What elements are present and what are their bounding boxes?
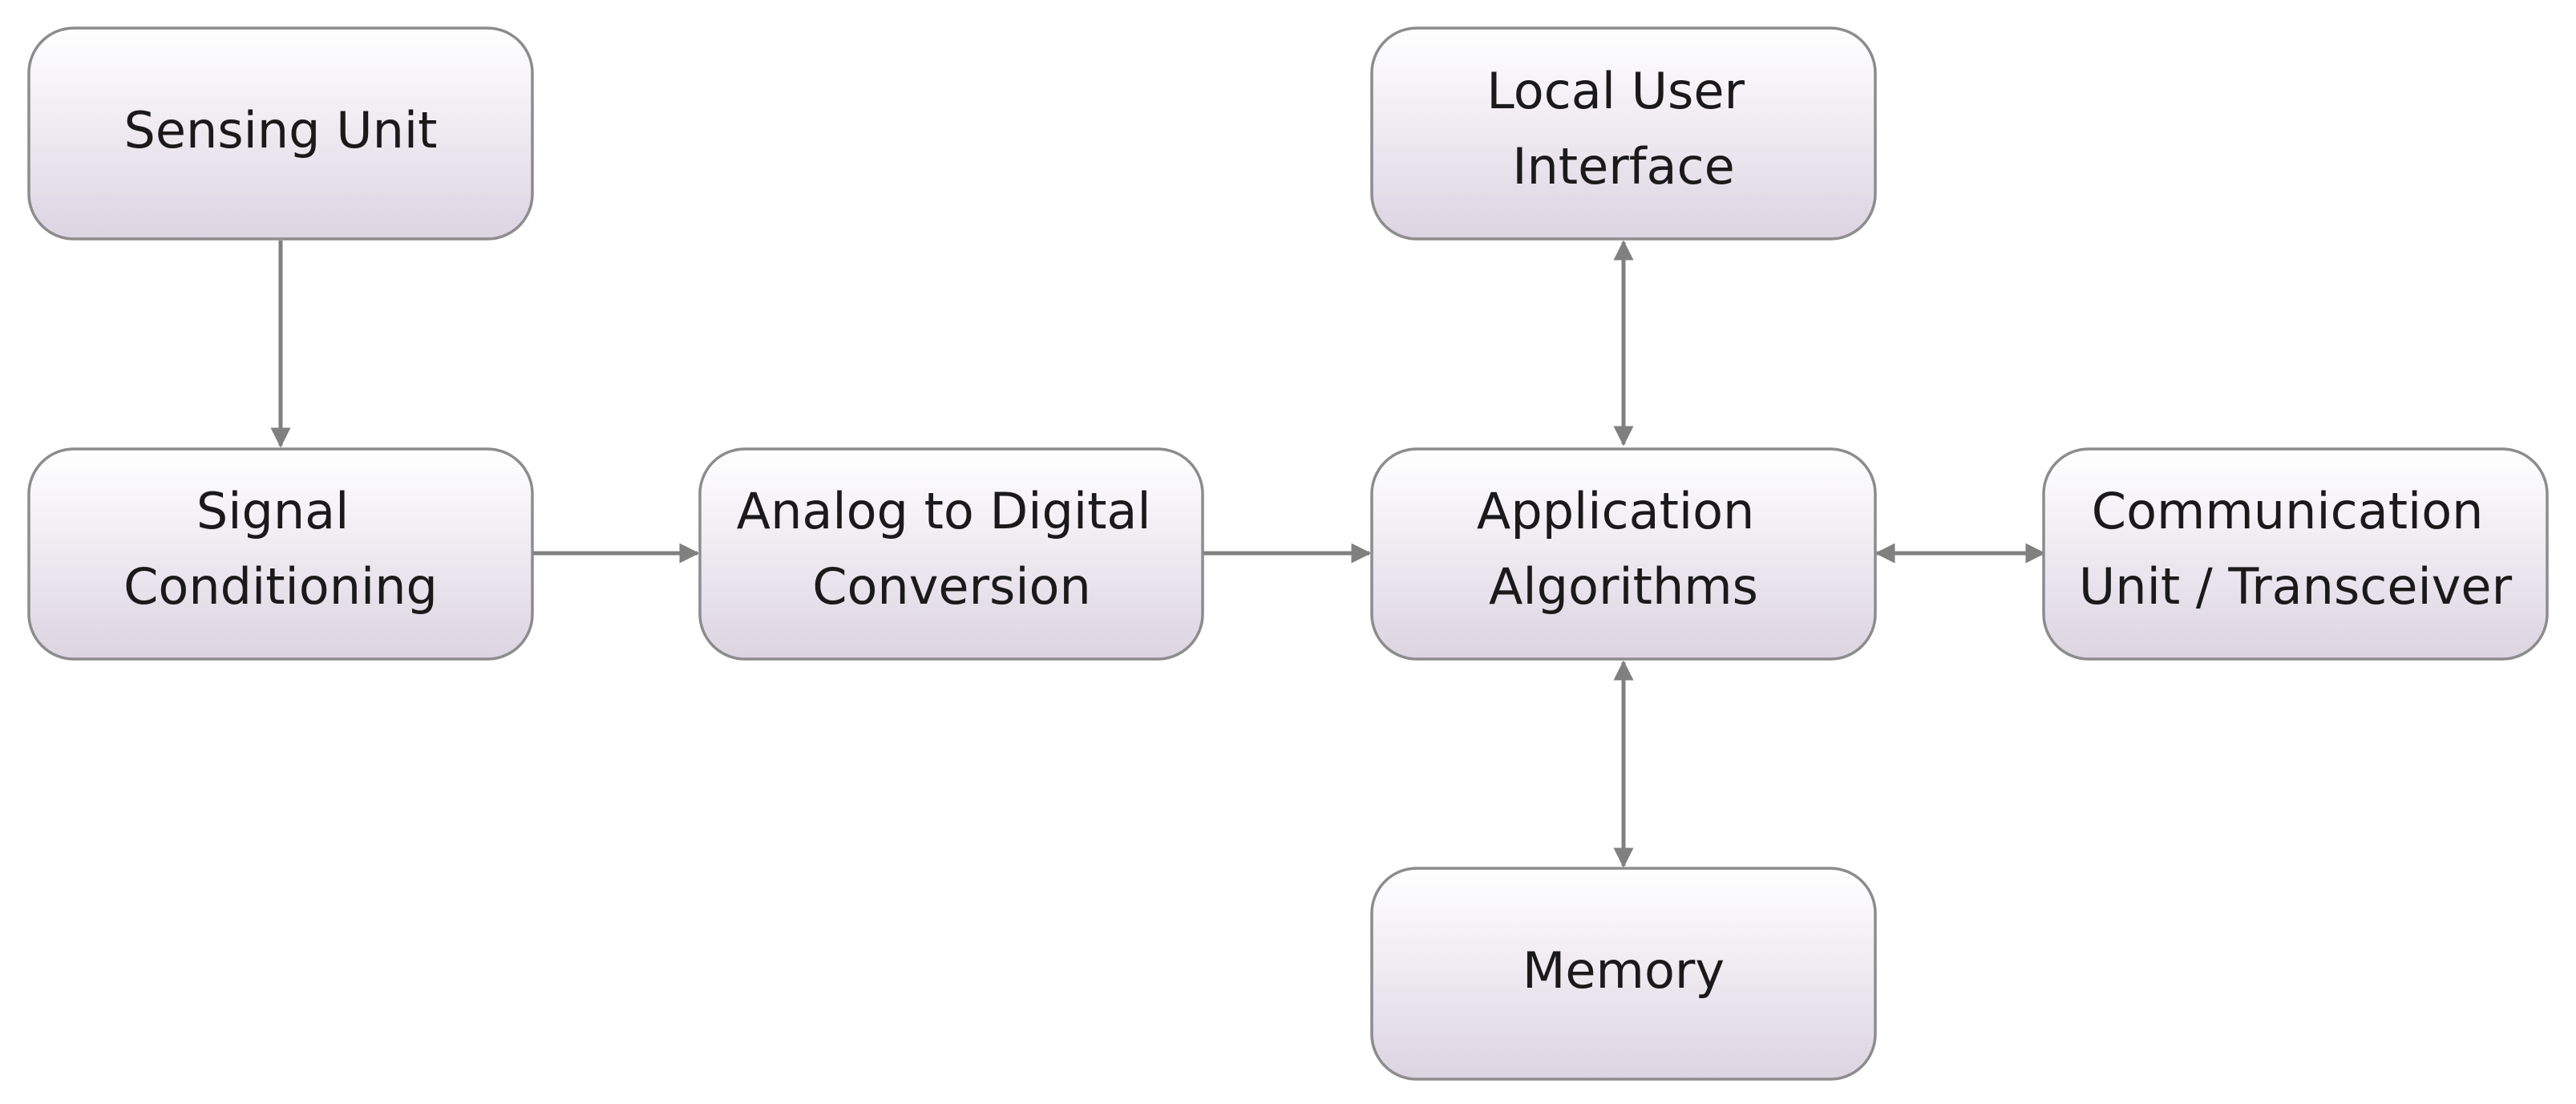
node-signal-conditioning: Signal Conditioning xyxy=(27,447,534,661)
node-sensing-unit-label: Sensing Unit xyxy=(124,101,438,160)
node-memory-label: Memory xyxy=(1523,941,1725,1000)
node-analog-to-digital-conversion-label: Analog to Digital Conversion xyxy=(737,482,1167,616)
node-local-user-interface-label: Local User Interface xyxy=(1486,62,1760,196)
node-application-algorithms: Application Algorithms xyxy=(1370,447,1877,661)
node-local-user-interface: Local User Interface xyxy=(1370,26,1877,241)
node-sensing-unit: Sensing Unit xyxy=(27,26,534,241)
node-memory: Memory xyxy=(1370,867,1877,1081)
node-analog-to-digital-conversion: Analog to Digital Conversion xyxy=(698,447,1204,661)
node-application-algorithms-label: Application Algorithms xyxy=(1477,482,1770,616)
node-communication-unit-transceiver-label: Communication Unit / Transceiver xyxy=(2079,482,2513,616)
node-communication-unit-transceiver: Communication Unit / Transceiver xyxy=(2042,447,2549,661)
node-signal-conditioning-label: Signal Conditioning xyxy=(123,482,438,616)
